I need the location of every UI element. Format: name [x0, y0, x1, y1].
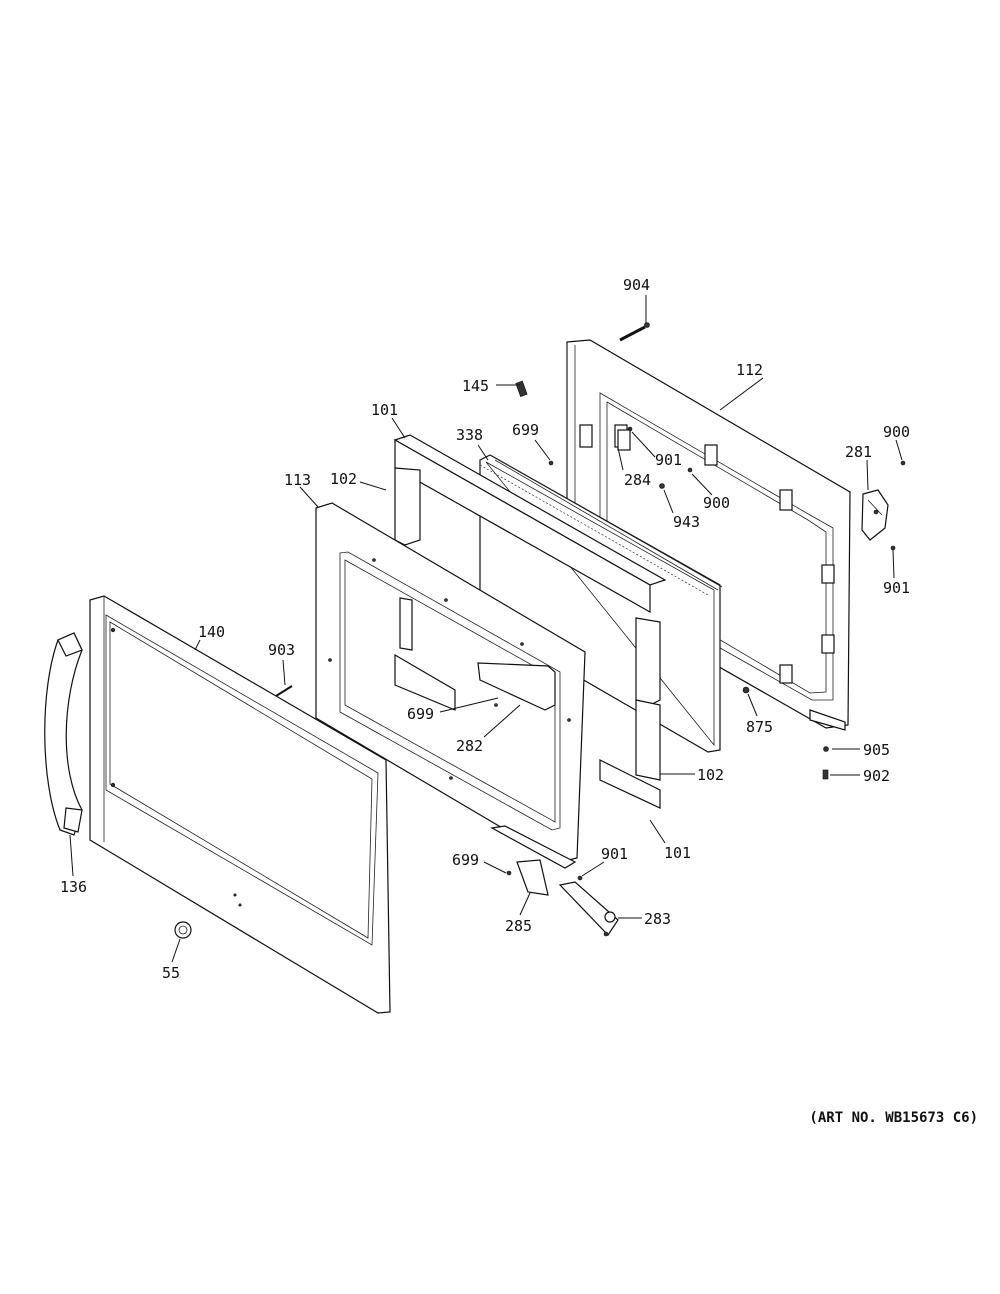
callout-101-bottom: 101	[664, 844, 691, 862]
callout-900-center: 900	[703, 494, 730, 512]
center-bracket	[394, 597, 556, 711]
callout-901-upper: 901	[655, 451, 682, 469]
callout-905: 905	[863, 741, 890, 759]
insulation-frame-upper	[393, 434, 667, 809]
callout-901-bottom: 901	[601, 845, 628, 863]
callout-102-top: 102	[330, 470, 357, 488]
callout-338: 338	[456, 426, 483, 444]
callout-699-bottom: 699	[452, 851, 479, 869]
hinge-bracket-right	[861, 489, 889, 541]
callout-699-center: 699	[407, 705, 434, 723]
inner-door-frame	[315, 502, 586, 863]
callout-900-right: 900	[883, 423, 910, 441]
callout-55: 55	[162, 964, 180, 982]
front-door-panel	[89, 595, 391, 1014]
rear-door-frame	[566, 339, 851, 731]
callout-902: 902	[863, 767, 890, 785]
callout-699-top: 699	[512, 421, 539, 439]
leader-lines	[69, 295, 903, 963]
callout-112: 112	[736, 361, 763, 379]
callout-283: 283	[644, 910, 671, 928]
callout-943: 943	[673, 513, 700, 531]
door-badge-55	[174, 921, 192, 939]
hardware-screws	[275, 322, 906, 881]
callout-875: 875	[746, 718, 773, 736]
callout-136: 136	[60, 878, 87, 896]
callout-284: 284	[624, 471, 651, 489]
callout-113: 113	[284, 471, 311, 489]
callout-102-bottom: 102	[697, 766, 724, 784]
callout-labels: 904 112 145 699 338 101 102 113 901 284 …	[60, 276, 910, 982]
callout-281: 281	[845, 443, 872, 461]
callout-101-top: 101	[371, 401, 398, 419]
callout-904: 904	[623, 276, 650, 294]
callout-145: 145	[462, 377, 489, 395]
callout-285: 285	[505, 917, 532, 935]
callout-140: 140	[198, 623, 225, 641]
callout-903: 903	[268, 641, 295, 659]
door-handle	[44, 632, 83, 836]
lower-hinge-assemblies	[490, 825, 619, 937]
art-number: (ART NO. WB15673 C6)	[809, 1110, 978, 1126]
callout-282: 282	[456, 737, 483, 755]
callout-901-right: 901	[883, 579, 910, 597]
